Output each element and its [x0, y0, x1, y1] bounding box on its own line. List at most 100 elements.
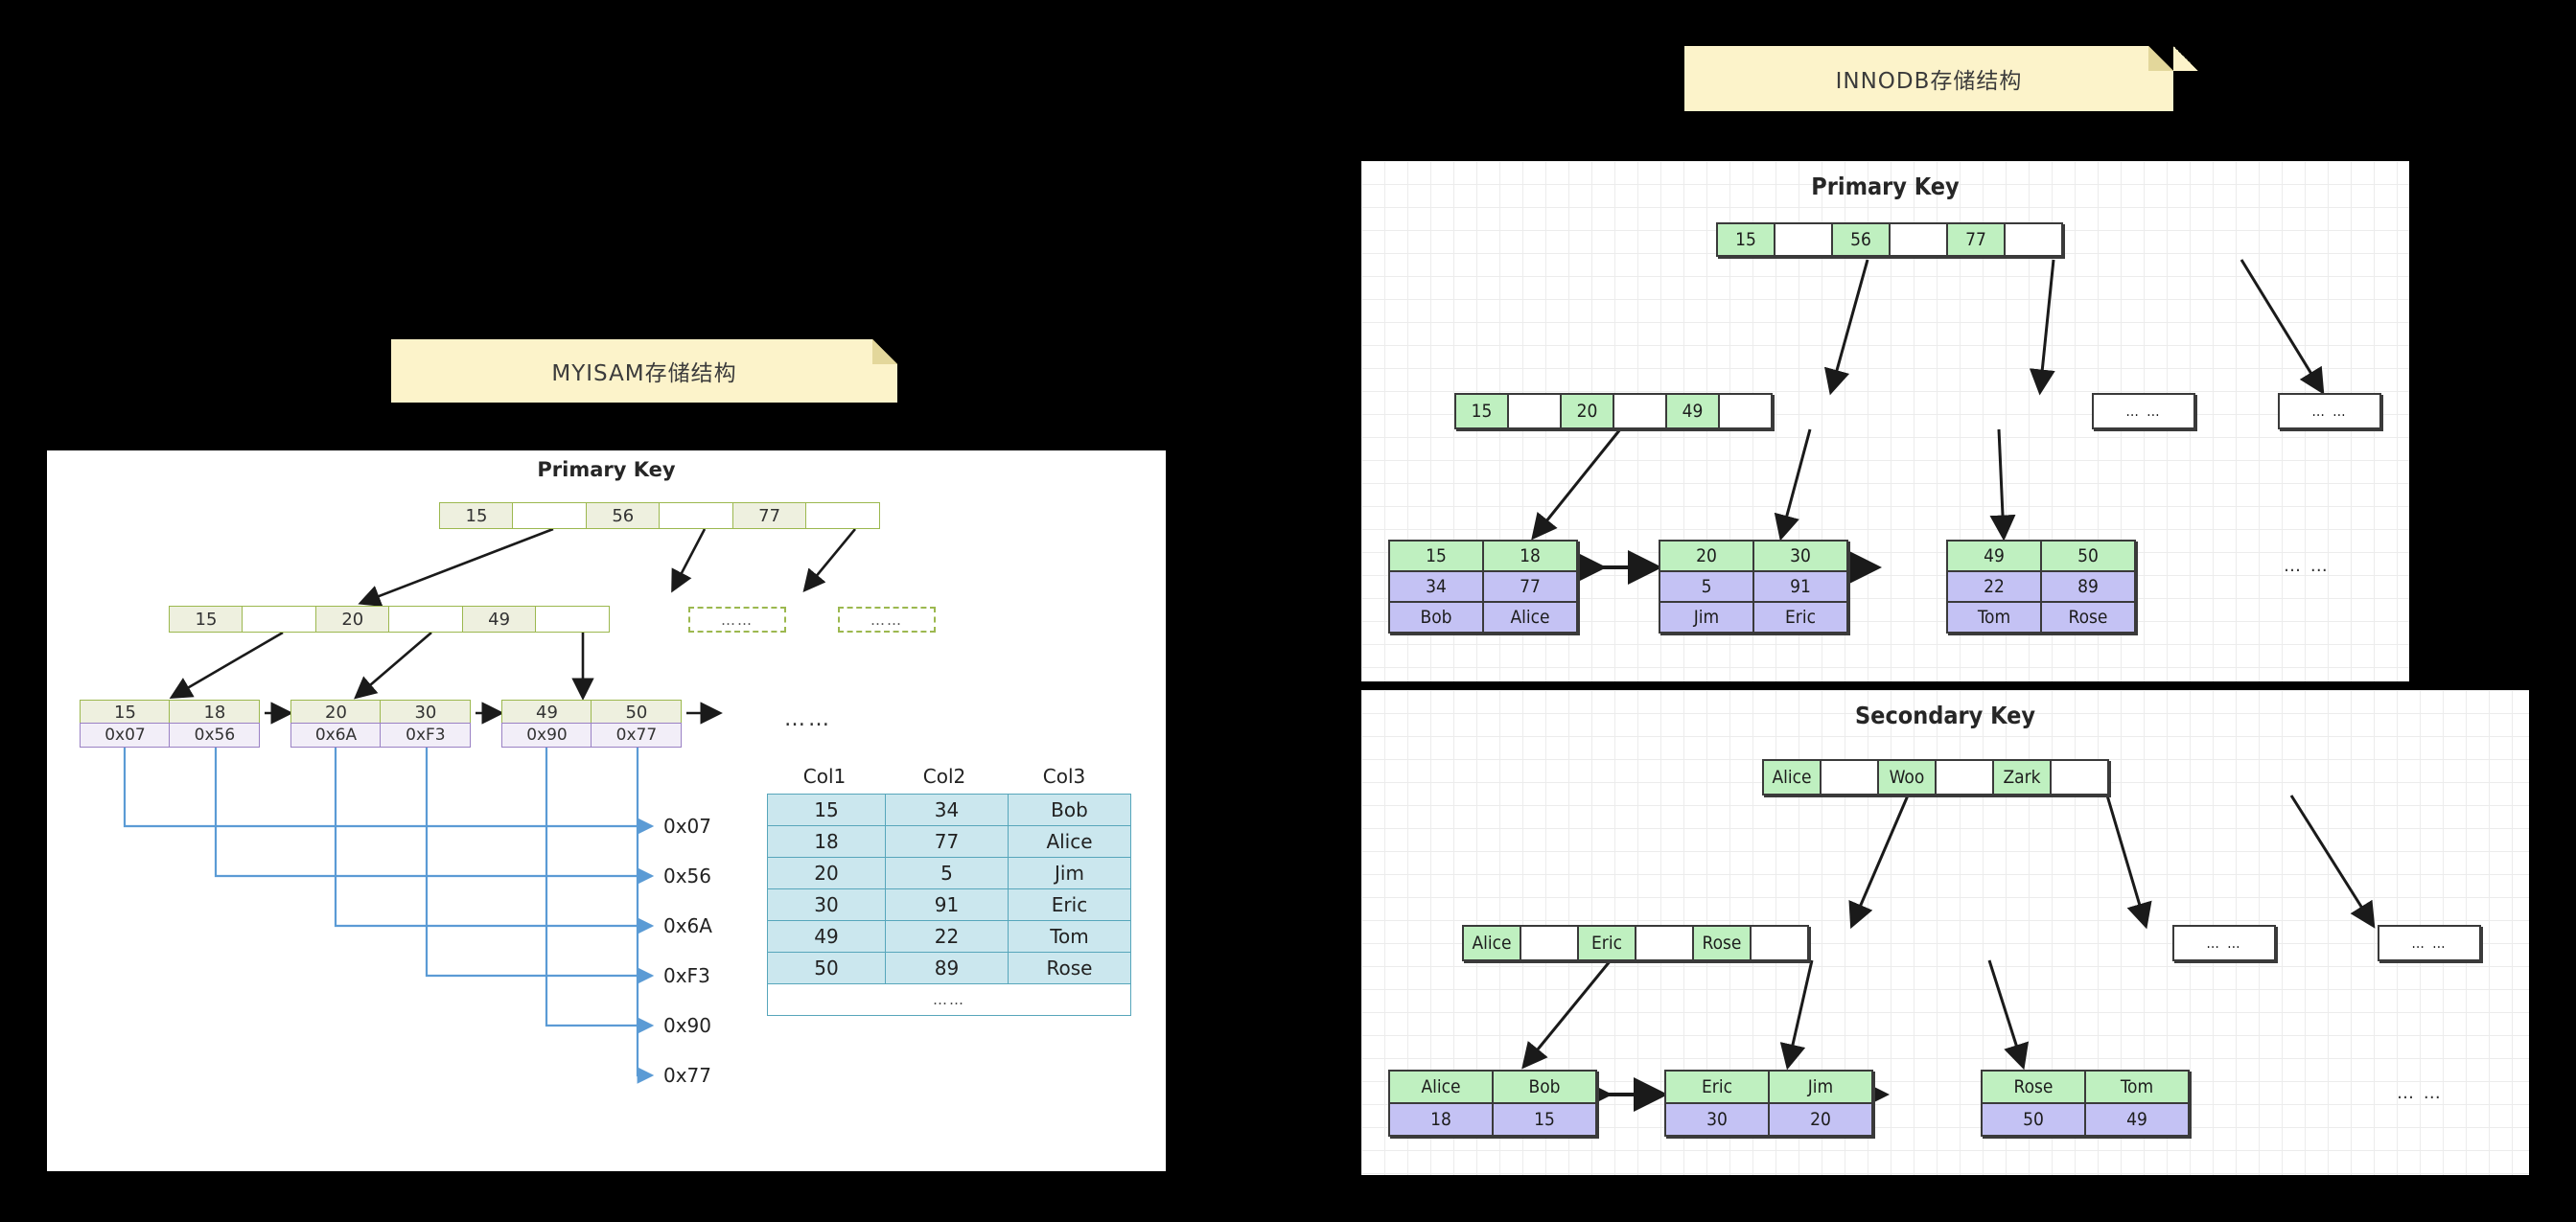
leaf-col2-row: 5 91: [1659, 570, 1848, 603]
table-cell: 5: [885, 857, 1009, 889]
node-pointer-cell: [535, 606, 611, 633]
table-cell: 15: [767, 794, 886, 826]
leaf-id-cell: 15: [1492, 1102, 1597, 1137]
leaf-id-cell: 18: [1388, 1102, 1494, 1137]
table-row: 30 91 Eric: [767, 888, 1131, 921]
table-cell: 18: [767, 825, 886, 858]
leaf-key-row: 20 30: [290, 700, 472, 725]
table-row: 50 89 Rose: [767, 952, 1131, 984]
node-pointer-cell: [388, 606, 464, 633]
leaf-key-row: 49 50: [1946, 540, 2136, 572]
leaf-key-row: Rose Tom: [1981, 1070, 2190, 1104]
leaf-addr-cell: 0x90: [501, 723, 592, 749]
leaf-key-cell: Jim: [1768, 1070, 1873, 1104]
data-table: 15 34 Bob 18 77 Alice 20 5 Jim 30 91 Eri…: [767, 794, 1131, 1016]
innodb-secondary-root-node: Alice Woo Zark: [1762, 759, 2109, 795]
innodb-primary-tail-dots: … …: [2284, 556, 2330, 576]
leaf-key-row: Alice Bob: [1388, 1070, 1597, 1104]
innodb-primary-title: Primary Key: [1811, 173, 1960, 200]
table-row: 18 77 Alice: [767, 825, 1131, 858]
address-label: 0x77: [663, 1064, 712, 1087]
node-cell: 20: [314, 606, 390, 633]
node-cell: Woo: [1877, 759, 1937, 795]
node-pointer-cell: [1820, 759, 1879, 795]
placeholder-cell: … …: [2378, 925, 2481, 961]
leaf-addr-row: 0x07 0x56: [80, 723, 261, 749]
table-row: 49 22 Tom: [767, 920, 1131, 953]
innodb-secondary-leaf-node: Eric Jim 30 20: [1664, 1070, 1873, 1137]
leaf-col3-cell: Bob: [1388, 601, 1484, 634]
leaf-key-row: 15 18: [80, 700, 261, 725]
leaf-col2-cell: 91: [1752, 570, 1848, 603]
leaf-col2-cell: 34: [1388, 570, 1484, 603]
leaf-key-cell: 50: [591, 700, 683, 725]
leaf-addr-row: 0x90 0x77: [501, 723, 683, 749]
table-cell: Bob: [1008, 794, 1131, 826]
node-cell: 49: [461, 606, 537, 633]
leaf-key-cell: 49: [501, 700, 592, 725]
innodb-secondary-placeholder-node: … …: [2378, 925, 2481, 961]
leaf-id-cell: 20: [1768, 1102, 1873, 1137]
node-pointer-cell: [1613, 393, 1667, 429]
leaf-col2-cell: 89: [2040, 570, 2136, 603]
placeholder-cell: … …: [2278, 393, 2381, 429]
myisam-banner: MYISAM存储结构: [391, 339, 897, 403]
node-cell: Alice: [1462, 925, 1521, 961]
node-cell: 77: [731, 502, 807, 529]
innodb-primary-root-node: 15 56 77: [1716, 222, 2063, 257]
table-cell: Alice: [1008, 825, 1131, 858]
table-cell: 50: [767, 952, 886, 984]
myisam-root-node: 15 56 77: [439, 502, 890, 529]
node-pointer-cell: [2004, 222, 2063, 257]
address-label: 0x07: [663, 815, 712, 838]
leaf-key-cell: 20: [290, 700, 382, 725]
leaf-col3-row: Bob Alice: [1388, 601, 1578, 634]
leaf-id-row: 30 20: [1664, 1102, 1873, 1137]
table-cell: Jim: [1008, 857, 1131, 889]
innodb-primary-placeholder-node: … …: [2278, 393, 2381, 429]
address-label: 0xF3: [663, 964, 710, 987]
note-fold-shadow-icon: [2173, 46, 2198, 71]
leaf-key-cell: Tom: [2084, 1070, 2190, 1104]
node-cell: Alice: [1762, 759, 1822, 795]
innodb-secondary-level2-node: Alice Eric Rose: [1462, 925, 1809, 961]
leaf-key-cell: Rose: [1981, 1070, 2086, 1104]
table-col-header: Col3: [1042, 765, 1086, 788]
leaf-id-row: 50 49: [1981, 1102, 2190, 1137]
node-pointer-cell: [1718, 393, 1773, 429]
table-footer-cell: ……: [767, 983, 1131, 1016]
node-pointer-cell: [512, 502, 588, 529]
leaf-col3-row: Jim Eric: [1659, 601, 1848, 634]
myisam-placeholder-node: ……: [838, 607, 936, 633]
node-pointer-cell: [1520, 925, 1579, 961]
node-pointer-cell: [1889, 222, 1948, 257]
leaf-key-row: 20 30: [1659, 540, 1848, 572]
leaf-col3-cell: Rose: [2040, 601, 2136, 634]
leaf-addr-cell: 0x07: [80, 723, 171, 749]
innodb-primary-leaf-node: 20 30 5 91 Jim Eric: [1659, 540, 1848, 634]
leaf-key-cell: 50: [2040, 540, 2136, 572]
leaf-key-row: Eric Jim: [1664, 1070, 1873, 1104]
leaf-col2-row: 34 77: [1388, 570, 1578, 603]
table-row: 20 5 Jim: [767, 857, 1131, 889]
node-cell: 15: [1454, 393, 1509, 429]
placeholder-cell: … …: [2172, 925, 2276, 961]
table-cell: 91: [885, 888, 1009, 921]
leaf-col3-cell: Jim: [1659, 601, 1754, 634]
leaf-addr-cell: 0x77: [591, 723, 683, 749]
table-cell: 89: [885, 952, 1009, 984]
node-cell: 15: [1716, 222, 1775, 257]
table-col-header: Col2: [922, 765, 966, 788]
leaf-key-cell: 49: [1946, 540, 2042, 572]
node-cell: 20: [1560, 393, 1614, 429]
leaf-id-cell: 50: [1981, 1102, 2086, 1137]
table-cell: 20: [767, 857, 886, 889]
leaf-col3-cell: Tom: [1946, 601, 2042, 634]
node-pointer-cell: [805, 502, 881, 529]
leaf-key-cell: Bob: [1492, 1070, 1597, 1104]
leaf-key-cell: 20: [1659, 540, 1754, 572]
leaf-col2-row: 22 89: [1946, 570, 2136, 603]
node-cell: Zark: [1992, 759, 2052, 795]
address-label: 0x90: [663, 1014, 712, 1037]
address-label: 0x6A: [663, 914, 712, 937]
